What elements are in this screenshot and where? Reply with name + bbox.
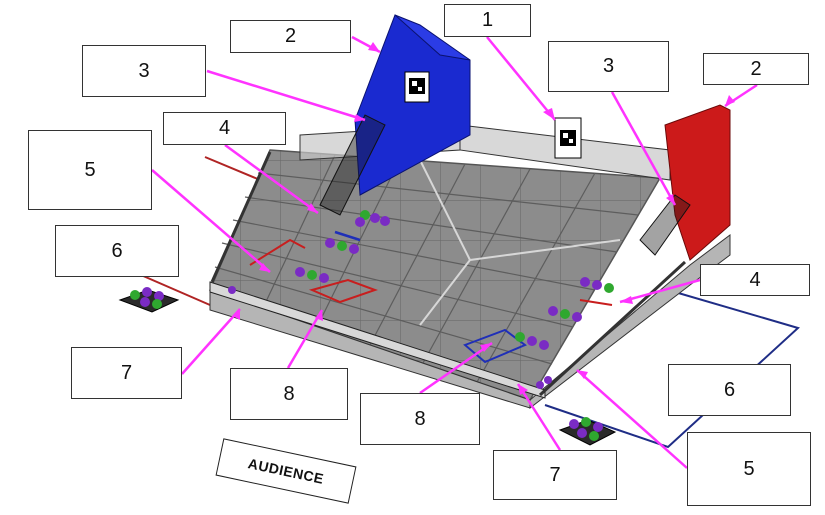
diagonal-line	[419, 259, 471, 326]
wall-top-rail	[210, 151, 272, 283]
callout-7-blue: 7	[493, 450, 617, 500]
callout-3-red: 3	[548, 41, 669, 92]
ball-tray-blue	[558, 417, 617, 446]
callout-5-blue: 5	[687, 432, 811, 506]
wall-top-rail	[538, 260, 687, 397]
front-rail	[209, 281, 546, 399]
red-tower	[639, 104, 731, 261]
callout-6-red: 6	[55, 225, 179, 277]
callout-6-blue: 6	[668, 364, 791, 416]
callout-1: 1	[444, 4, 531, 37]
diagonal-line	[419, 159, 471, 261]
callout-7-red: 7	[71, 347, 182, 399]
floor-grid	[214, 154, 639, 383]
callout-2-blue: 2	[230, 20, 351, 53]
diagonal-line	[469, 239, 621, 261]
callout-5-red: 5	[28, 130, 152, 210]
red-base-zone	[308, 278, 378, 304]
callout-8-blue: 8	[360, 393, 480, 445]
blue-tower	[319, 14, 471, 216]
callout-4-red: 4	[700, 264, 810, 296]
red-gate-line	[579, 299, 613, 306]
ball-tray-red	[118, 287, 180, 313]
front-wall-right	[529, 234, 731, 410]
blue-base-zone	[463, 328, 527, 364]
leader-arrowheads	[233, 42, 735, 395]
blue-gate-line	[334, 230, 361, 242]
apriltag-icon	[554, 117, 582, 159]
callout-2-red: 2	[703, 53, 809, 85]
callout-3-blue: 3	[82, 45, 206, 97]
red-loading-zone	[249, 238, 306, 266]
field-balls	[228, 210, 614, 389]
callout-4-blue: 4	[163, 112, 286, 145]
callout-8-red: 8	[230, 368, 348, 420]
